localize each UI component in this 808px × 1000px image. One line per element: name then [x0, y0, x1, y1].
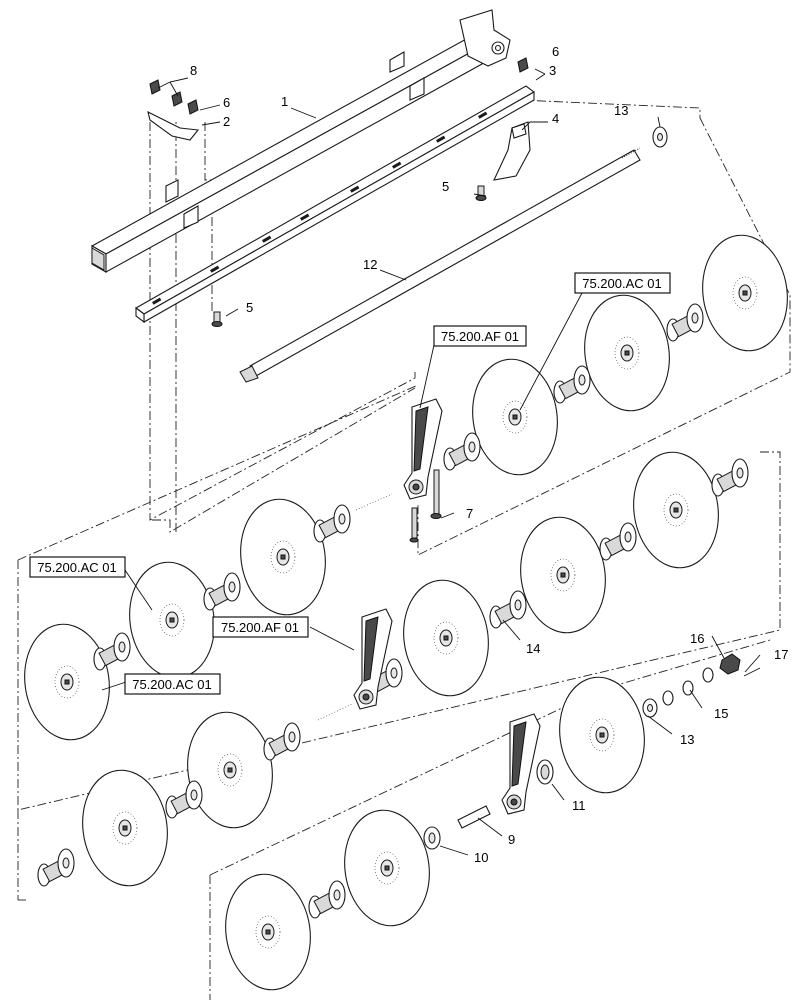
spool	[37, 848, 75, 887]
clamp-bracket	[147, 57, 529, 141]
reference-box-af2[interactable]: 75.200.AF 01	[212, 616, 309, 638]
callout-11: 11	[572, 798, 586, 813]
reference-box-af1[interactable]: 75.200.AF 01	[433, 325, 527, 347]
callout-1: 1	[281, 94, 288, 109]
leader-lines	[101, 68, 761, 856]
spool	[489, 590, 527, 629]
disc-blade	[24, 623, 110, 741]
spool	[165, 780, 203, 819]
spool	[313, 504, 351, 543]
callout-6b: 6	[552, 44, 559, 59]
callout-8: 8	[190, 63, 197, 78]
svg-text:75.200.AF 01: 75.200.AF 01	[221, 620, 299, 635]
spool	[666, 303, 704, 342]
svg-text:75.200.AF 01: 75.200.AF 01	[441, 329, 519, 344]
hardware	[317, 469, 761, 850]
disc-blade	[240, 498, 326, 616]
callout-13a: 13	[614, 103, 628, 118]
callout-7: 7	[466, 506, 473, 521]
disc-blade	[344, 809, 430, 927]
callout-13b: 13	[680, 732, 694, 747]
callout-2: 2	[223, 114, 230, 129]
disc-blade	[403, 579, 489, 697]
callout-4: 4	[552, 111, 559, 126]
callout-3: 3	[549, 63, 556, 78]
callout-10: 10	[474, 850, 488, 865]
callout-17: 17	[774, 647, 788, 662]
callout-5a: 5	[442, 179, 449, 194]
callout-12: 12	[363, 257, 377, 272]
assembly-boundaries	[17, 99, 791, 1000]
disc-blade	[225, 873, 311, 991]
gang-shaft	[239, 147, 641, 383]
spools	[37, 303, 749, 919]
callout-numbers: 1 2 3 4 5 5 6 6 7 8 9 10 11 12 13 13 14 …	[190, 44, 788, 865]
end-washer-top	[652, 126, 668, 148]
spool	[93, 632, 131, 671]
reference-box-ac1[interactable]: 75.200.AC 01	[574, 272, 671, 294]
callout-14: 14	[526, 641, 540, 656]
disc-blade	[82, 769, 168, 887]
callout-5b: 5	[246, 300, 253, 315]
disc-blade	[584, 294, 670, 412]
reference-box-ac3[interactable]: 75.200.AC 01	[124, 673, 221, 695]
scraper-bar	[134, 85, 536, 324]
disc-blade	[472, 358, 558, 476]
disc-blade	[633, 451, 719, 569]
disc-blade	[702, 234, 788, 352]
bolts	[211, 185, 487, 327]
svg-text:75.200.AC 01: 75.200.AC 01	[582, 276, 662, 291]
spool	[443, 432, 481, 471]
spool	[599, 522, 637, 561]
disc-blades	[24, 234, 788, 991]
frame-tube	[90, 9, 511, 273]
bearing-hanger	[353, 608, 393, 710]
spool	[308, 880, 346, 919]
disc-blade	[520, 516, 606, 634]
callout-6a: 6	[223, 95, 230, 110]
disc-blade	[187, 711, 273, 829]
bearing-hangers	[353, 398, 541, 815]
spool	[711, 458, 749, 497]
svg-text:75.200.AC 01: 75.200.AC 01	[37, 560, 117, 575]
callout-9: 9	[508, 832, 515, 847]
spool	[203, 572, 241, 611]
spool	[263, 722, 301, 761]
svg-text:75.200.AC 01: 75.200.AC 01	[132, 677, 212, 692]
scraper-blade	[493, 121, 531, 181]
spool	[553, 365, 591, 404]
callout-15: 15	[714, 706, 728, 721]
disc-blade	[129, 561, 215, 679]
callout-16: 16	[690, 631, 704, 646]
bearing-hanger	[501, 713, 541, 815]
reference-box-ac2[interactable]: 75.200.AC 01	[29, 556, 126, 578]
bearing-hanger	[403, 398, 443, 500]
disc-blade	[559, 676, 645, 794]
